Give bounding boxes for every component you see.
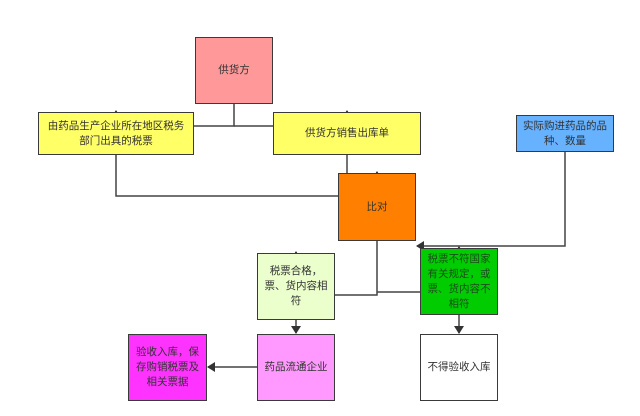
node-mismatch: 税票不符国家有关规定，或票、货内容不相符 [420,248,498,315]
node-compare: 比对 [338,173,416,241]
node-delivery-note: 供货方销售出库单 [273,112,421,155]
node-reject: 不得验收入库 [420,334,498,401]
node-label: 比对 [366,200,388,213]
node-label: 税票合格，票、货内容相符 [264,265,328,307]
node-label: 供货方 [218,64,250,76]
node-tax-invoice: 由药品生产企业所在地区税务部门出具的税票 [38,112,194,155]
edge-actual-compare [416,152,566,251]
node-label: 实际购进药品的品种、数量 [523,119,607,147]
node-label: 供货方销售出库单 [305,127,389,139]
node-accept: 验收入库，保存购销税票及相关票据 [128,334,207,401]
node-actual-goods: 实际购进药品的品种、数量 [516,115,614,152]
node-match: 税票合格，票、货内容相符 [257,253,335,320]
node-label: 不得验收入库 [427,361,491,373]
node-label: 由药品生产企业所在地区税务部门出具的税票 [47,119,185,147]
node-distributor: 药品流通企业 [257,334,335,401]
node-label: 验收入库，保存购销税票及相关票据 [136,346,199,388]
node-supplier: 供货方 [195,37,273,104]
node-label: 税票不符国家有关规定，或票、货内容不相符 [427,252,491,310]
node-label: 药品流通企业 [264,361,328,373]
